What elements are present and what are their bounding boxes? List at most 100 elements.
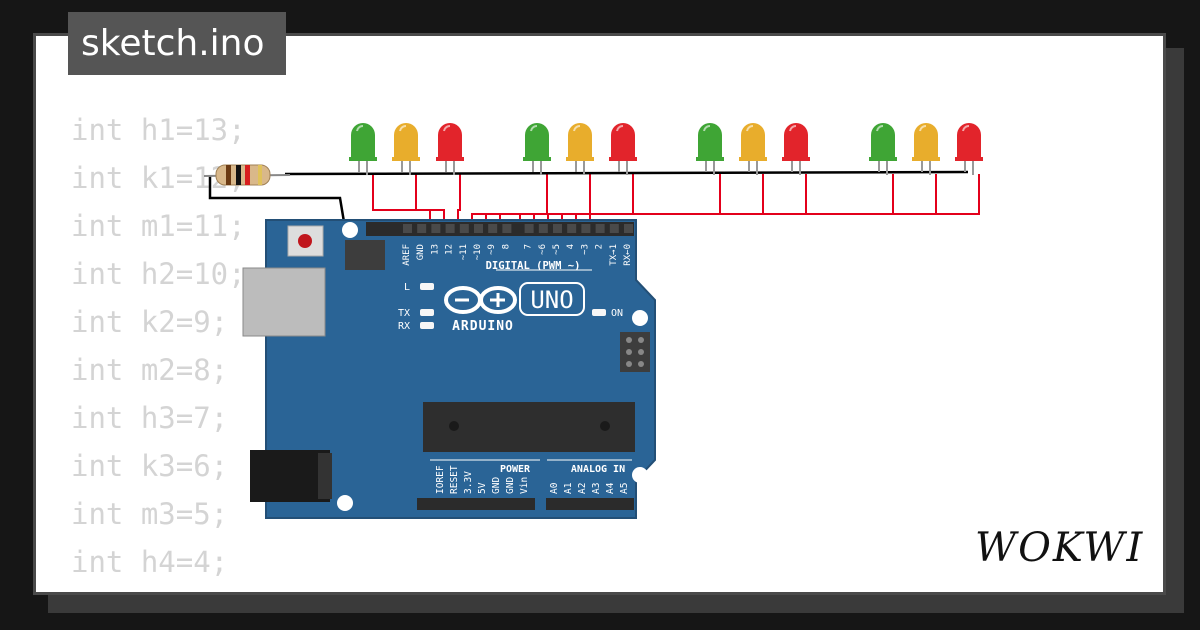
led-red[interactable] — [436, 123, 464, 175]
header-pin[interactable] — [502, 224, 512, 233]
header-pin[interactable] — [567, 224, 577, 233]
pin-label: 2 — [595, 244, 605, 249]
atmega-chip — [423, 402, 635, 452]
pin-label: IOREF — [435, 465, 446, 494]
signal-wire — [519, 174, 721, 226]
wokwi-logo: WOKWI — [975, 525, 1145, 571]
code-preview: int h1=13; int k1=12; int m1=11; int h2=… — [71, 106, 246, 592]
header-pin[interactable] — [417, 224, 427, 233]
signal-wire — [485, 174, 591, 226]
file-tab[interactable]: sketch.ino — [68, 12, 286, 75]
resistor[interactable] — [203, 164, 291, 186]
led-row[interactable] — [349, 123, 983, 175]
code-line: int m2=8; — [71, 353, 229, 387]
pin-label: A5 — [619, 483, 630, 494]
header-pin[interactable] — [624, 224, 633, 233]
header-pin[interactable] — [609, 224, 619, 233]
pin-label: 4 — [566, 244, 576, 249]
board-model-label: UNO — [530, 286, 573, 314]
signal-wire — [457, 174, 461, 226]
pin-label: 12 — [445, 244, 455, 255]
icsp-header — [620, 332, 650, 372]
signal-wire — [372, 174, 431, 226]
code-line: int h1=13; — [71, 113, 246, 147]
mount-hole — [337, 495, 353, 511]
digital-header-label: DIGITAL (PWM ~) — [486, 260, 581, 272]
pin-label: AREF — [402, 244, 412, 266]
code-line: int h4=4; — [71, 545, 229, 579]
usb-port — [242, 267, 326, 337]
pin-label: A4 — [605, 482, 616, 494]
pin-label: ~11 — [459, 244, 469, 260]
pin-label: 8 — [501, 244, 511, 249]
signal-wires — [372, 174, 980, 226]
pin-label: ~5 — [552, 244, 562, 255]
header-pin[interactable] — [459, 224, 469, 233]
power-header — [417, 498, 535, 510]
signal-wire — [561, 174, 894, 226]
pin-label: Vin — [519, 477, 530, 494]
analog-header — [546, 498, 634, 510]
signal-wire — [415, 174, 445, 226]
led-yellow[interactable] — [912, 123, 940, 175]
pin-label: GND — [505, 477, 516, 494]
pin-label: ~3 — [580, 244, 590, 255]
power-jack — [250, 450, 330, 502]
code-line: int m1=11; — [71, 209, 246, 243]
mount-hole — [632, 310, 648, 326]
header-pin[interactable] — [431, 224, 441, 233]
signal-wire — [589, 174, 980, 226]
header-pin[interactable] — [524, 224, 534, 233]
pin-label: ~9 — [487, 244, 497, 255]
header-pin[interactable] — [538, 224, 548, 233]
led-red[interactable] — [955, 123, 983, 175]
header-pin[interactable] — [445, 224, 455, 233]
pin-label: 5V — [477, 482, 488, 494]
led-red[interactable] — [609, 123, 637, 175]
pin-label: A1 — [563, 482, 574, 494]
signal-wire — [471, 174, 548, 226]
code-line: int k3=6; — [71, 449, 229, 483]
pin-label: A2 — [577, 483, 588, 494]
led-tx-label: TX — [398, 308, 410, 319]
analog-header-label: ANALOG IN — [571, 464, 625, 475]
pin-label: A3 — [591, 483, 602, 494]
led-yellow[interactable] — [739, 123, 767, 175]
led-green[interactable] — [696, 123, 724, 175]
led-red[interactable] — [782, 123, 810, 175]
pin-label: GND — [491, 477, 502, 494]
led-green[interactable] — [349, 123, 377, 175]
header-pin[interactable] — [488, 224, 498, 233]
code-line: int k2=9; — [71, 305, 229, 339]
signal-wire — [533, 174, 764, 226]
header-pin[interactable] — [581, 224, 591, 233]
header-pin[interactable] — [403, 224, 412, 233]
pin-label: RESET — [449, 465, 460, 494]
led-yellow[interactable] — [392, 123, 420, 175]
led-green[interactable] — [523, 123, 551, 175]
signal-wire — [575, 174, 937, 226]
header-pin[interactable] — [595, 224, 605, 233]
led-l-label: L — [404, 282, 410, 293]
pin-label: ~6 — [538, 244, 548, 255]
led-rx-label: RX — [398, 321, 410, 332]
pin-label: 13 — [430, 244, 440, 255]
power-header-label: POWER — [500, 464, 531, 475]
reset-button-cap[interactable] — [298, 234, 312, 248]
signal-wire — [547, 174, 807, 226]
led-yellow[interactable] — [566, 123, 594, 175]
pin-label: 7 — [524, 244, 534, 249]
pin-label: ~10 — [473, 244, 483, 260]
header-pin[interactable] — [474, 224, 483, 233]
mount-hole — [342, 222, 358, 238]
pin-label: A0 — [549, 482, 560, 494]
pin-label: 3.3V — [463, 471, 474, 494]
header-pin[interactable] — [553, 224, 562, 233]
code-line: int m3=5; — [71, 497, 229, 531]
code-line: int h2=10; — [71, 257, 246, 291]
led-green[interactable] — [869, 123, 897, 175]
